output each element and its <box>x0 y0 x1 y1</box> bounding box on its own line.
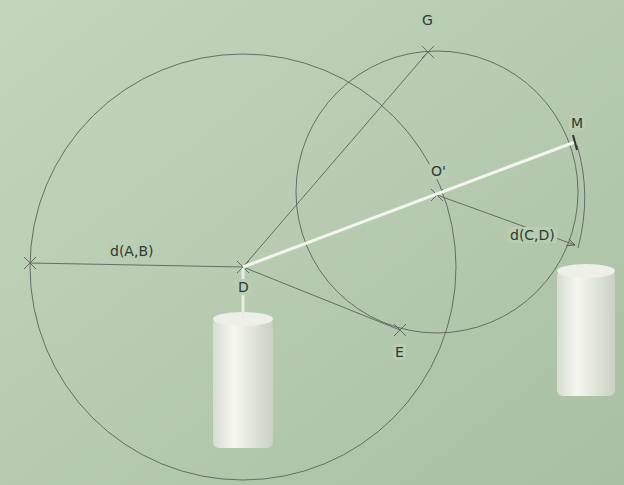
pin-m <box>573 135 577 150</box>
cross-marks <box>24 46 443 336</box>
point-label: D <box>236 279 251 295</box>
point-label: E <box>393 344 406 360</box>
left-candle <box>213 268 273 448</box>
point-label: M <box>569 115 585 131</box>
point-label: G <box>420 12 435 28</box>
string-om <box>243 142 575 267</box>
dimension-label: d(C,D) <box>508 227 557 243</box>
pencil-lines <box>24 46 585 480</box>
radius-ab <box>30 263 243 267</box>
point-label: O' <box>429 163 448 179</box>
dimension-label: d(A,B) <box>108 243 155 259</box>
circle-o-prime <box>296 51 578 333</box>
segment-dg <box>243 52 428 267</box>
right-candle <box>557 264 615 396</box>
radius-cd <box>437 195 575 245</box>
arc-m <box>577 145 585 248</box>
